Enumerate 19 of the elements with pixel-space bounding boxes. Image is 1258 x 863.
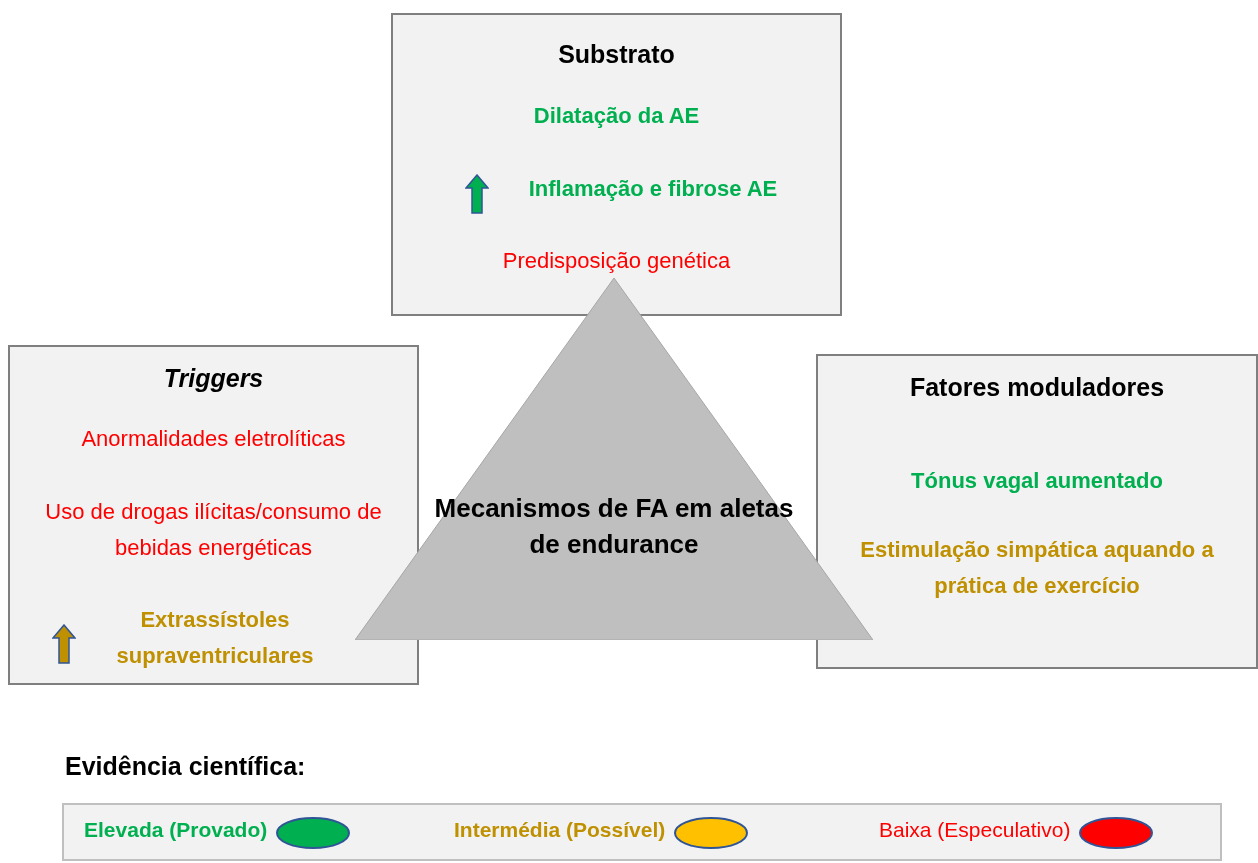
factor-text: Uso de drogas ilícitas/consumo de bebidas energéticas <box>44 498 383 563</box>
box-heading: Triggers <box>162 363 265 394</box>
factor-text: Anormalidades eletrolíticas <box>80 425 347 453</box>
factor-text: Inflamação e fibrose AE <box>527 175 779 203</box>
category-box <box>8 345 419 685</box>
legend-text: Elevada (Provado) <box>84 818 268 842</box>
box-heading: Substrato <box>557 39 676 70</box>
center-label: Mecanismos de FA em aletas de endurance <box>433 492 795 562</box>
legend-text: Intermédia (Possível) <box>454 818 666 842</box>
factor-text: Estimulação simpática aquando a prática de exercício <box>859 536 1215 601</box>
box-heading: Fatores moduladores <box>908 372 1166 403</box>
category-box <box>391 13 842 316</box>
factor-text: Tónus vagal aumentado <box>910 467 1164 495</box>
factor-text: Dilatação da AE <box>532 102 701 130</box>
legend-title: Evidência científica: <box>65 751 306 782</box>
factor-text: Predisposição genética <box>501 247 732 275</box>
category-box <box>816 354 1258 669</box>
factor-text: Extrassístoles supraventriculares <box>115 606 315 671</box>
legend-text: Baixa (Especulativo) <box>879 818 1071 842</box>
